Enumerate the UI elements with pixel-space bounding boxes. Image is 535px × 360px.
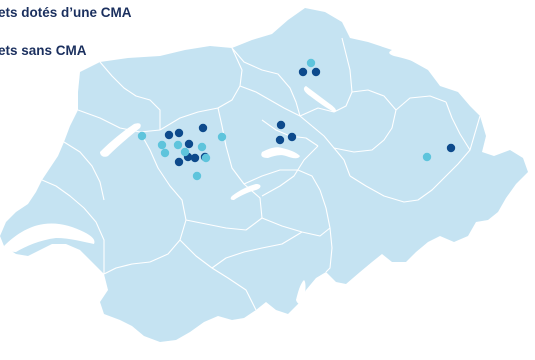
marker-with-cma xyxy=(276,120,286,130)
marker-without-cma xyxy=(137,131,147,141)
marker-with-cma xyxy=(311,67,321,77)
marker-with-cma xyxy=(174,128,184,138)
marker-without-cma xyxy=(180,147,190,157)
lake-zurich xyxy=(303,86,337,112)
marker-with-cma xyxy=(275,135,285,145)
marker-without-cma xyxy=(197,142,207,152)
lake-neuchatel xyxy=(100,123,141,157)
lake-lugano xyxy=(316,293,330,299)
marker-with-cma xyxy=(198,123,208,133)
canton-borders xyxy=(41,37,481,311)
marker-without-cma xyxy=(157,140,167,150)
marker-with-cma xyxy=(164,130,174,140)
marker-without-cma xyxy=(173,140,183,150)
marker-without-cma xyxy=(306,58,316,68)
marker-with-cma xyxy=(287,132,297,142)
marker-with-cma xyxy=(184,139,194,149)
lake-geneva xyxy=(4,223,95,252)
marker-without-cma xyxy=(217,132,227,142)
lake-constance xyxy=(389,49,431,66)
marker-without-cma xyxy=(192,171,202,181)
legend-label-with-cma: ets dotés d’une CMA xyxy=(0,5,132,20)
marker-with-cma xyxy=(298,67,308,77)
lake-lucerne xyxy=(261,147,300,159)
marker-without-cma xyxy=(201,153,211,163)
legend: ets dotés d’une CMA ets sans CMA xyxy=(0,5,132,58)
legend-label-without-cma: ets sans CMA xyxy=(0,43,87,58)
lake-thun-brienz xyxy=(230,184,261,200)
marker-with-cma xyxy=(174,157,184,167)
marker-without-cma xyxy=(422,152,432,162)
marker-layer xyxy=(137,58,456,181)
marker-without-cma xyxy=(160,148,170,158)
lake-maggiore xyxy=(296,280,306,304)
marker-with-cma xyxy=(446,143,456,153)
marker-with-cma xyxy=(190,153,200,163)
